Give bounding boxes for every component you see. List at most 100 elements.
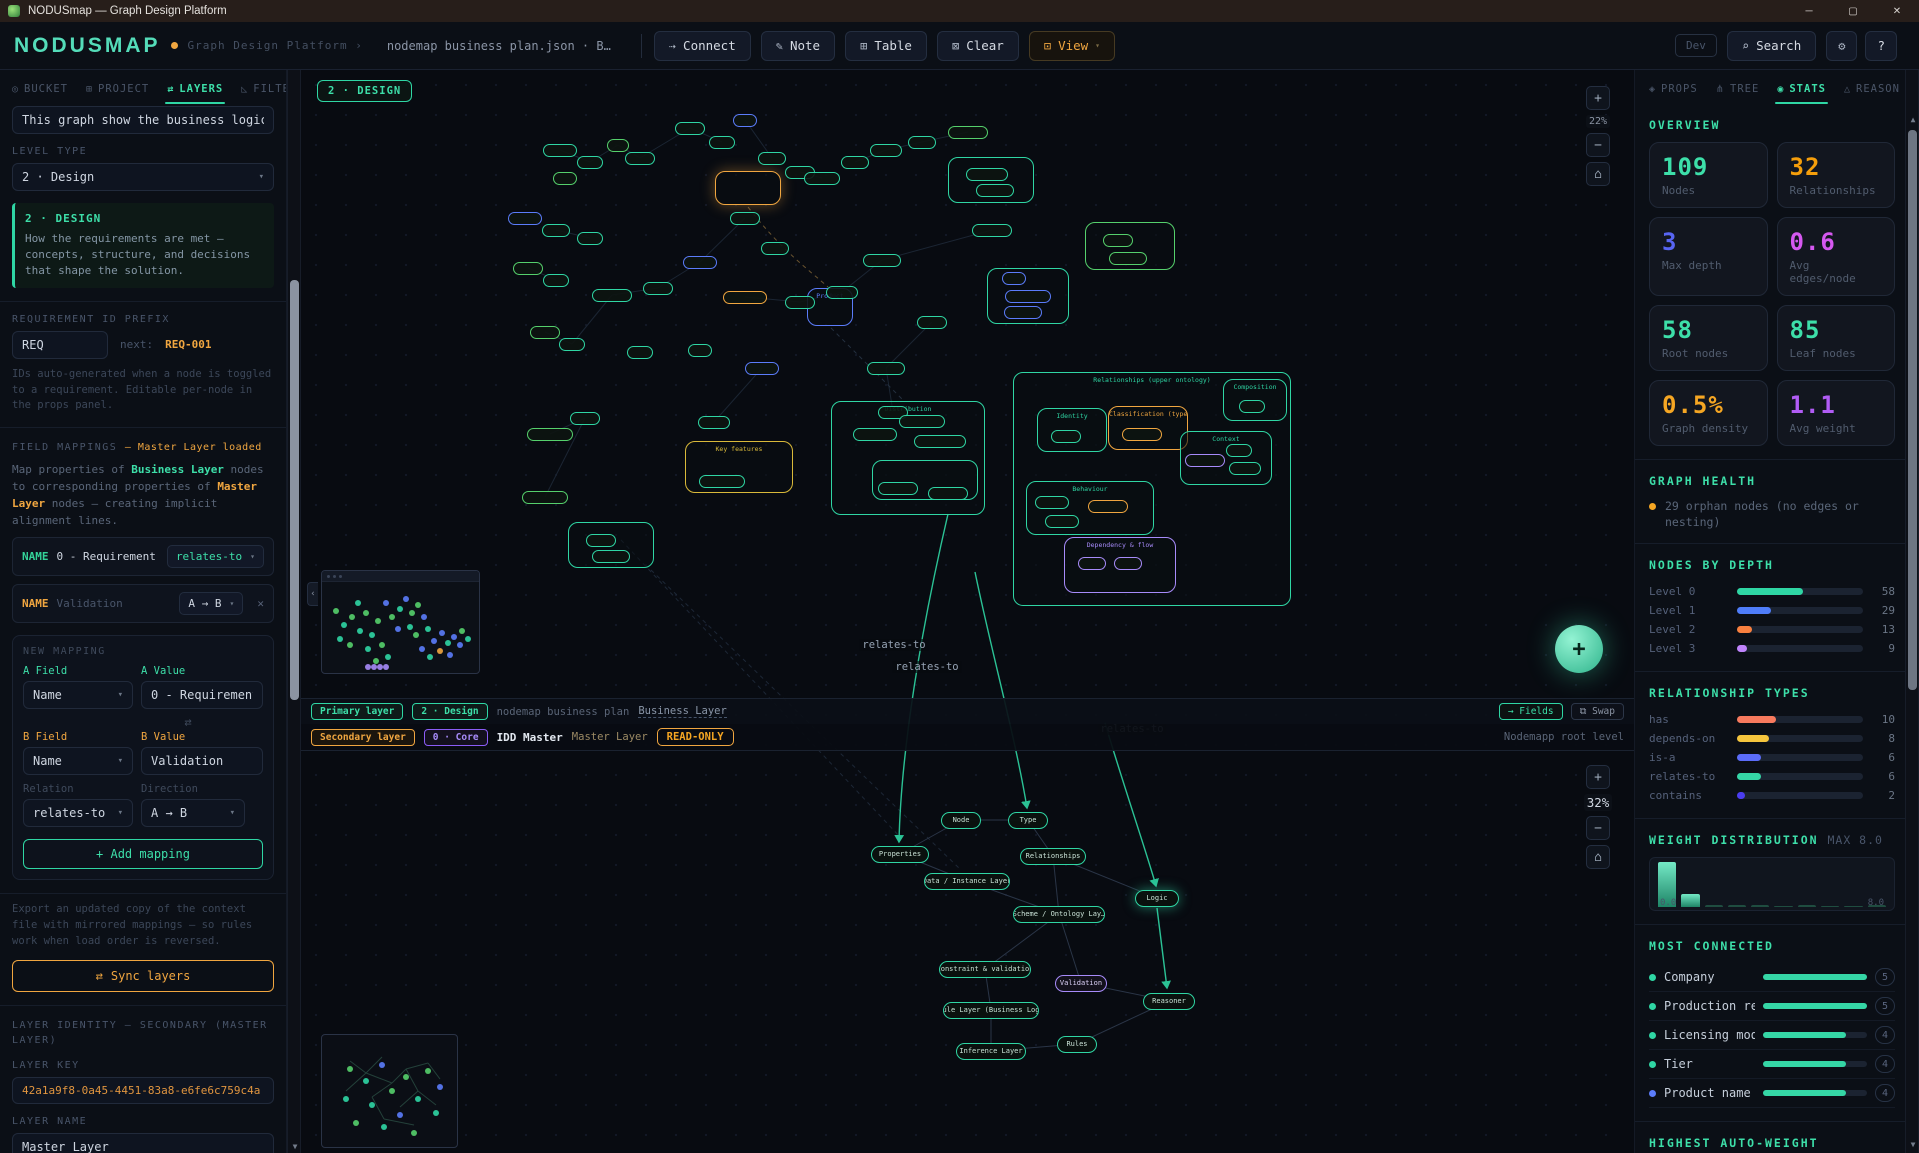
graph-node-pill[interactable] bbox=[570, 411, 600, 425]
graph-node-pill[interactable] bbox=[1088, 499, 1128, 513]
graph-node[interactable]: Reasoner bbox=[1143, 992, 1195, 1010]
graph-node-pill[interactable] bbox=[1035, 495, 1069, 509]
a-value-input[interactable] bbox=[141, 681, 263, 710]
breadcrumb-file[interactable]: nodemap business plan.json · B… bbox=[386, 38, 611, 53]
graph-node-pill[interactable] bbox=[625, 151, 655, 165]
tab-reason[interactable]: △ REASON bbox=[1843, 83, 1900, 95]
tab-stats[interactable]: ◉ STATS bbox=[1775, 74, 1828, 104]
zoom-out-button[interactable]: − bbox=[1586, 133, 1610, 157]
graph-node-pill[interactable] bbox=[527, 427, 573, 441]
b-field-select[interactable]: Name ▾ bbox=[23, 747, 133, 776]
graph-node-pill[interactable] bbox=[577, 155, 603, 169]
view-button[interactable]: ⊡ View ▾ bbox=[1028, 30, 1115, 61]
swap-button[interactable]: ⧉ Swap bbox=[1570, 703, 1624, 720]
req-prefix-input[interactable] bbox=[12, 330, 108, 359]
sync-layers-button[interactable]: ⇄ Sync layers bbox=[12, 959, 274, 992]
layer-description-input[interactable] bbox=[12, 106, 274, 134]
note-button[interactable]: ✎ Note bbox=[760, 30, 836, 61]
graph-node-pill[interactable] bbox=[785, 295, 815, 309]
primary-layer-badge[interactable]: Primary layer bbox=[311, 703, 404, 720]
add-node-fab[interactable]: + bbox=[1555, 625, 1603, 673]
secondary-level-badge[interactable]: 0 · Core bbox=[423, 728, 488, 746]
zoom-home-button[interactable]: ⌂ bbox=[1586, 845, 1610, 869]
graph-node-pill[interactable] bbox=[513, 261, 543, 275]
minimap-collapse-handle[interactable]: ‹ bbox=[307, 582, 318, 606]
secondary-layer-badge[interactable]: Secondary layer bbox=[311, 728, 415, 746]
graph-node-pill[interactable] bbox=[1226, 443, 1252, 457]
graph-node-pill[interactable] bbox=[899, 414, 945, 428]
graph-node-pill[interactable] bbox=[1002, 271, 1026, 285]
zoom-home-button[interactable]: ⌂ bbox=[1586, 162, 1610, 186]
graph-node-pill[interactable] bbox=[1229, 461, 1261, 475]
level-type-select[interactable]: 2 · Design ▾ bbox=[12, 163, 274, 191]
graph-node-pill[interactable] bbox=[553, 171, 577, 185]
layer-name-input[interactable] bbox=[12, 1132, 274, 1153]
a-field-select[interactable]: Name ▾ bbox=[23, 681, 133, 710]
tab-filter[interactable]: ◺ FILTER bbox=[241, 83, 286, 95]
graph-group-box[interactable]: Context bbox=[1180, 431, 1272, 485]
graph-node-pill[interactable] bbox=[853, 427, 897, 441]
search-button[interactable]: ⌕ Search bbox=[1726, 30, 1817, 61]
graph-node-pill[interactable] bbox=[976, 183, 1014, 197]
graph-group-box[interactable] bbox=[715, 171, 781, 205]
direction-select[interactable]: A → B ▾ bbox=[141, 799, 245, 828]
left-scrollbar[interactable]: ▼ bbox=[287, 70, 301, 1153]
graph-node-pill[interactable] bbox=[559, 337, 585, 351]
close-icon[interactable]: ✕ bbox=[257, 597, 264, 611]
graph-canvas[interactable]: 2 · DESIGN + 22% − ⌂ + 32% − ⌂ + ‹ Prima… bbox=[301, 70, 1634, 1153]
graph-node-pill[interactable] bbox=[972, 223, 1012, 237]
graph-node-pill[interactable] bbox=[607, 138, 629, 152]
b-value-input[interactable] bbox=[141, 747, 263, 776]
scroll-down-icon[interactable]: ▼ bbox=[1910, 1140, 1916, 1149]
graph-node-pill[interactable] bbox=[745, 361, 779, 375]
graph-node-pill[interactable] bbox=[508, 211, 542, 225]
graph-node[interactable]: Validation bbox=[1055, 974, 1107, 992]
minimap-primary[interactable] bbox=[321, 570, 480, 674]
add-mapping-button[interactable]: + Add mapping bbox=[23, 839, 263, 870]
right-scrollbar[interactable]: ▲ ▼ bbox=[1905, 70, 1919, 1153]
graph-node-pill[interactable] bbox=[688, 343, 712, 357]
graph-node-pill[interactable] bbox=[1103, 233, 1133, 247]
help-button[interactable]: ? bbox=[1865, 30, 1897, 61]
table-button[interactable]: ⊞ Table bbox=[845, 30, 927, 61]
zoom-in-button[interactable]: + bbox=[1586, 765, 1610, 789]
graph-node-pill[interactable] bbox=[948, 125, 988, 139]
graph-node-pill[interactable] bbox=[586, 533, 616, 547]
graph-node[interactable]: Inference Layer bbox=[956, 1042, 1026, 1060]
tab-bucket[interactable]: ◎ BUCKET bbox=[12, 83, 68, 95]
graph-node[interactable]: Scheme / Ontology Lay… bbox=[1013, 905, 1105, 923]
graph-node-pill[interactable] bbox=[878, 481, 918, 495]
graph-node-pill[interactable] bbox=[730, 211, 760, 225]
fields-button[interactable]: → Fields bbox=[1498, 703, 1563, 720]
relation-select[interactable]: relates-to ▾ bbox=[23, 799, 133, 828]
close-button[interactable]: ✕ bbox=[1892, 5, 1902, 17]
graph-node-pill[interactable] bbox=[1078, 556, 1106, 570]
tab-project[interactable]: ⊞ PROJECT bbox=[85, 83, 150, 95]
graph-node[interactable]: Node bbox=[941, 811, 981, 829]
graph-node-pill[interactable] bbox=[723, 290, 767, 304]
graph-node-pill[interactable] bbox=[733, 113, 757, 127]
graph-node-pill[interactable] bbox=[592, 288, 632, 302]
minimize-button[interactable]: ─ bbox=[1805, 5, 1813, 17]
graph-node[interactable]: Type bbox=[1008, 811, 1048, 829]
graph-node-pill[interactable] bbox=[542, 223, 570, 237]
left-scroll-thumb[interactable] bbox=[290, 280, 299, 700]
graph-node[interactable]: Rules bbox=[1057, 1035, 1097, 1053]
graph-node-pill[interactable] bbox=[1004, 305, 1042, 319]
graph-node-pill[interactable] bbox=[863, 253, 901, 267]
graph-node-pill[interactable] bbox=[709, 135, 735, 149]
mapping-row[interactable]: NAME 0 - Requirement relates-to ▾ bbox=[12, 537, 274, 577]
graph-node-pill[interactable] bbox=[878, 405, 908, 419]
graph-node[interactable]: Data / Instance Layer bbox=[924, 872, 1010, 890]
graph-node-pill[interactable] bbox=[1239, 399, 1265, 413]
settings-button[interactable]: ⚙ bbox=[1826, 30, 1858, 61]
tab-tree[interactable]: ⋔ TREE bbox=[1715, 83, 1760, 95]
graph-node-pill[interactable] bbox=[826, 285, 858, 299]
graph-node-pill[interactable] bbox=[1045, 514, 1079, 528]
graph-node-pill[interactable] bbox=[592, 549, 630, 563]
list-item[interactable]: Licensing model4 bbox=[1649, 1021, 1895, 1051]
maximize-button[interactable]: ▢ bbox=[1848, 5, 1858, 17]
